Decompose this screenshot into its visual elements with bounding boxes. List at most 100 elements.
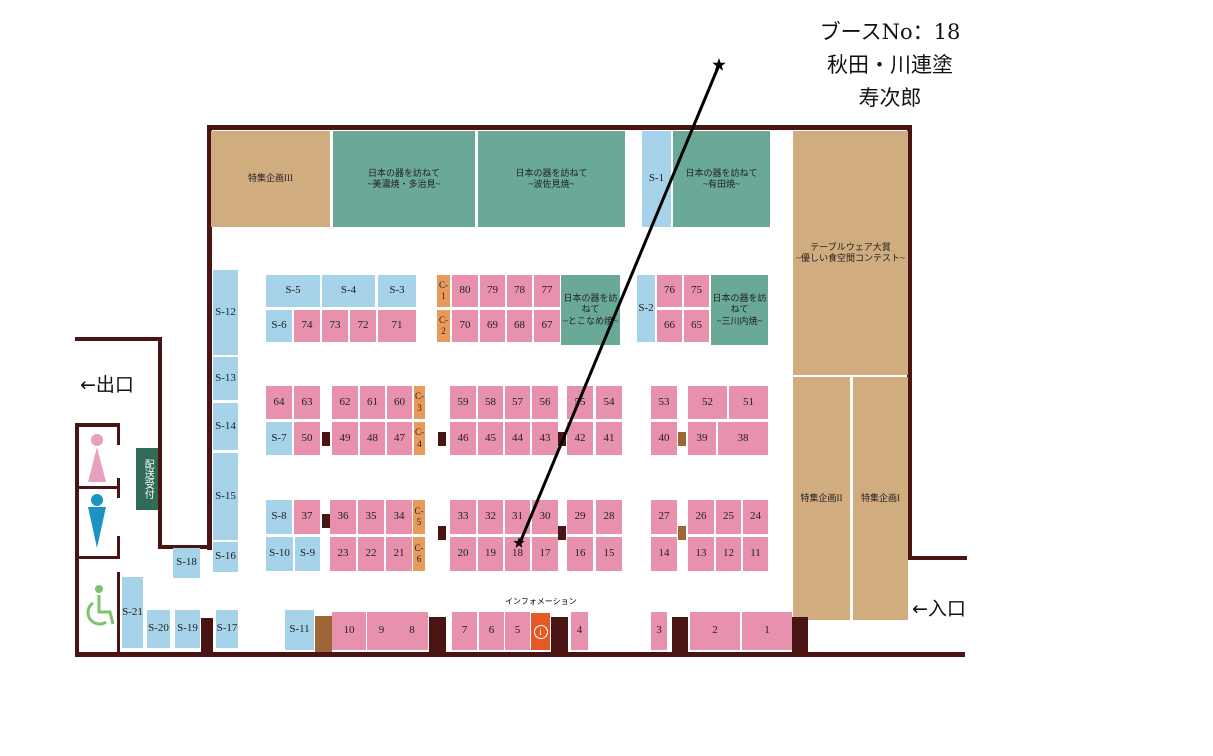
booth-n31[interactable]: 31 [505, 500, 530, 534]
booth-n9[interactable]: 9 [367, 612, 396, 650]
booth-n72[interactable]: 72 [350, 310, 376, 342]
booth-n76[interactable]: 76 [657, 275, 682, 307]
booth-n44[interactable]: 44 [505, 422, 530, 455]
booth-s9[interactable]: S-9 [295, 537, 320, 571]
booth-s4[interactable]: S-4 [322, 275, 375, 307]
booth-n40[interactable]: 40 [651, 422, 677, 455]
booth-n35[interactable]: 35 [358, 500, 384, 534]
booth-n47[interactable]: 47 [387, 422, 412, 455]
booth-n53[interactable]: 53 [651, 386, 677, 419]
booth-g2[interactable]: 日本の器を訪ねて ~波佐見焼~ [478, 131, 625, 227]
booth-g1[interactable]: 日本の器を訪ねて ~美濃焼・多治見~ [333, 131, 475, 227]
booth-t1[interactable]: 特集企画I [853, 377, 908, 620]
booth-n36[interactable]: 36 [330, 500, 356, 534]
booth-n50[interactable]: 50 [294, 422, 320, 455]
booth-n17[interactable]: 17 [532, 537, 558, 571]
booth-s7[interactable]: S-7 [266, 422, 292, 455]
booth-n41[interactable]: 41 [596, 422, 622, 455]
booth-n62[interactable]: 62 [332, 386, 358, 419]
booth-n51[interactable]: 51 [729, 386, 768, 419]
booth-n24[interactable]: 24 [743, 500, 768, 534]
booth-n56[interactable]: 56 [532, 386, 558, 419]
booth-n39[interactable]: 39 [688, 422, 716, 455]
booth-n15[interactable]: 15 [596, 537, 622, 571]
booth-n57[interactable]: 57 [505, 386, 530, 419]
booth-n37[interactable]: 37 [294, 500, 320, 534]
booth-n73[interactable]: 73 [322, 310, 348, 342]
booth-n46[interactable]: 46 [450, 422, 476, 455]
booth-s14[interactable]: S-14 [213, 403, 238, 450]
booth-s16[interactable]: S-16 [213, 542, 238, 572]
booth-t2[interactable]: 特集企画II [793, 377, 850, 620]
booth-n14[interactable]: 14 [651, 537, 677, 571]
booth-n23[interactable]: 23 [330, 537, 356, 571]
booth-n49[interactable]: 49 [332, 422, 358, 455]
booth-n1[interactable]: 1 [742, 612, 792, 650]
booth-s15[interactable]: S-15 [213, 453, 238, 540]
booth-s17[interactable]: S-17 [216, 610, 238, 648]
booth-s8[interactable]: S-8 [266, 500, 292, 534]
booth-n26[interactable]: 26 [688, 500, 714, 534]
booth-n29[interactable]: 29 [567, 500, 593, 534]
booth-n4[interactable]: 4 [571, 612, 588, 650]
booth-n68[interactable]: 68 [507, 310, 532, 342]
booth-n79[interactable]: 79 [480, 275, 505, 307]
booth-n80[interactable]: 80 [452, 275, 478, 307]
booth-s13[interactable]: S-13 [213, 357, 238, 400]
booth-n78[interactable]: 78 [507, 275, 532, 307]
booth-s18[interactable]: S-18 [173, 548, 200, 578]
booth-n63[interactable]: 63 [294, 386, 320, 419]
booth-n43[interactable]: 43 [532, 422, 558, 455]
booth-n64[interactable]: 64 [266, 386, 292, 419]
booth-s5[interactable]: S-5 [266, 275, 320, 307]
booth-n21[interactable]: 21 [386, 537, 412, 571]
booth-n33[interactable]: 33 [450, 500, 476, 534]
booth-n75[interactable]: 75 [684, 275, 709, 307]
booth-s10[interactable]: S-10 [266, 537, 293, 571]
booth-g4[interactable]: 日本の器を訪ねて ~とこなめ焼~ [561, 275, 620, 345]
booth-n6[interactable]: 6 [479, 612, 504, 650]
booth-n65[interactable]: 65 [684, 310, 709, 342]
booth-c5[interactable]: C-5 [413, 500, 425, 534]
booth-n74[interactable]: 74 [294, 310, 320, 342]
booth-c1[interactable]: C-1 [437, 275, 450, 307]
booth-n59[interactable]: 59 [450, 386, 476, 419]
booth-t3[interactable]: 特集企画III [211, 131, 330, 227]
booth-c3[interactable]: C-3 [414, 386, 425, 419]
booth-n18[interactable]: 18 [505, 537, 530, 571]
booth-n2[interactable]: 2 [690, 612, 740, 650]
booth-c2[interactable]: C-2 [437, 310, 450, 342]
booth-g3[interactable]: 日本の器を訪ねて ~有田焼~ [673, 131, 770, 227]
booth-n42[interactable]: 42 [567, 422, 593, 455]
booth-n25[interactable]: 25 [716, 500, 741, 534]
booth-n13[interactable]: 13 [688, 537, 714, 571]
booth-n22[interactable]: 22 [358, 537, 384, 571]
booth-s1[interactable]: S-1 [642, 131, 671, 227]
booth-n54[interactable]: 54 [596, 386, 622, 419]
booth-s3[interactable]: S-3 [378, 275, 416, 307]
booth-n19[interactable]: 19 [478, 537, 503, 571]
booth-n70[interactable]: 70 [452, 310, 478, 342]
booth-s19[interactable]: S-19 [175, 610, 200, 648]
booth-n60[interactable]: 60 [387, 386, 412, 419]
booth-s21[interactable]: S-21 [122, 577, 143, 648]
booth-n11[interactable]: 11 [743, 537, 768, 571]
booth-s12[interactable]: S-12 [213, 270, 238, 355]
booth-n5[interactable]: 5 [505, 612, 530, 650]
booth-n55[interactable]: 55 [567, 386, 593, 419]
booth-n58[interactable]: 58 [478, 386, 503, 419]
booth-s2[interactable]: S-2 [637, 275, 655, 342]
booth-s20[interactable]: S-20 [147, 610, 170, 648]
booth-n8[interactable]: 8 [396, 612, 428, 650]
booth-s6[interactable]: S-6 [266, 310, 292, 342]
booth-n77[interactable]: 77 [534, 275, 560, 307]
booth-n52[interactable]: 52 [688, 386, 727, 419]
booth-n30[interactable]: 30 [532, 500, 558, 534]
booth-n7[interactable]: 7 [452, 612, 477, 650]
booth-n3[interactable]: 3 [651, 612, 667, 650]
booth-n67[interactable]: 67 [534, 310, 560, 342]
booth-n20[interactable]: 20 [450, 537, 476, 571]
booth-n34[interactable]: 34 [386, 500, 412, 534]
booth-ta[interactable]: テーブルウェア大賞 ~優しい食空間コンテスト~ [793, 131, 908, 375]
booth-n71[interactable]: 71 [378, 310, 416, 342]
